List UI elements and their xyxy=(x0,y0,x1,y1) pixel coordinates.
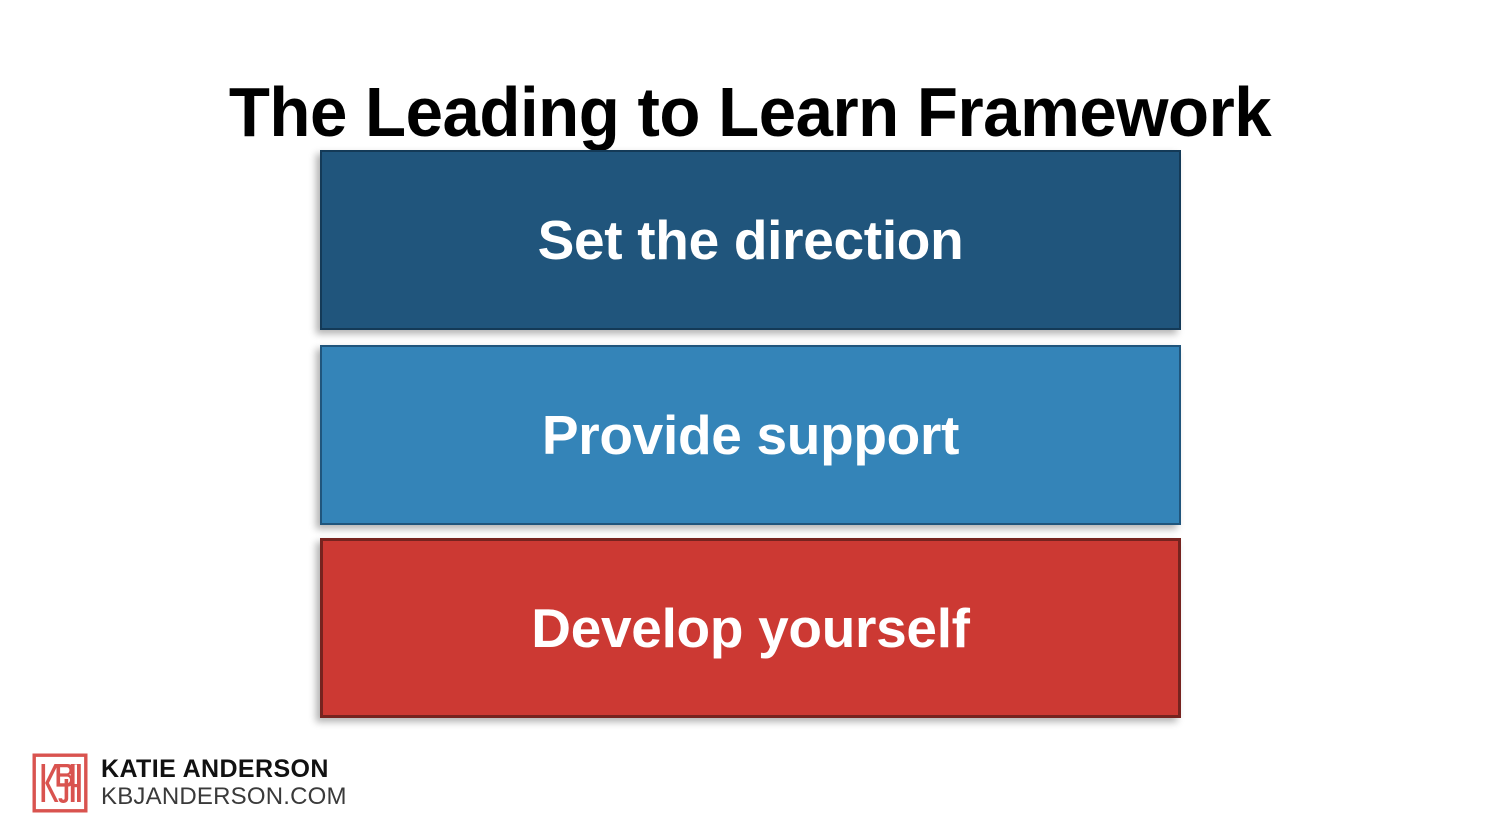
brand-logo: KATIE ANDERSON KBJANDERSON.COM xyxy=(32,753,347,813)
framework-bar-label: Set the direction xyxy=(537,209,964,271)
kbja-monogram-icon xyxy=(32,753,88,813)
framework-bar-provide-support: Provide support xyxy=(320,345,1181,525)
logo-url: KBJANDERSON.COM xyxy=(101,783,347,810)
framework-bar-develop-yourself: Develop yourself xyxy=(320,538,1181,718)
framework-bar-set-the-direction: Set the direction xyxy=(320,150,1181,330)
logo-name: KATIE ANDERSON xyxy=(101,755,329,783)
framework-diagram: Set the direction Provide support Develo… xyxy=(320,150,1181,718)
framework-bar-label: Develop yourself xyxy=(531,597,970,659)
page-title: The Leading to Learn Framework xyxy=(228,72,1272,151)
logo-text-block: KATIE ANDERSON KBJANDERSON.COM xyxy=(101,756,347,810)
framework-bar-label: Provide support xyxy=(541,404,960,466)
